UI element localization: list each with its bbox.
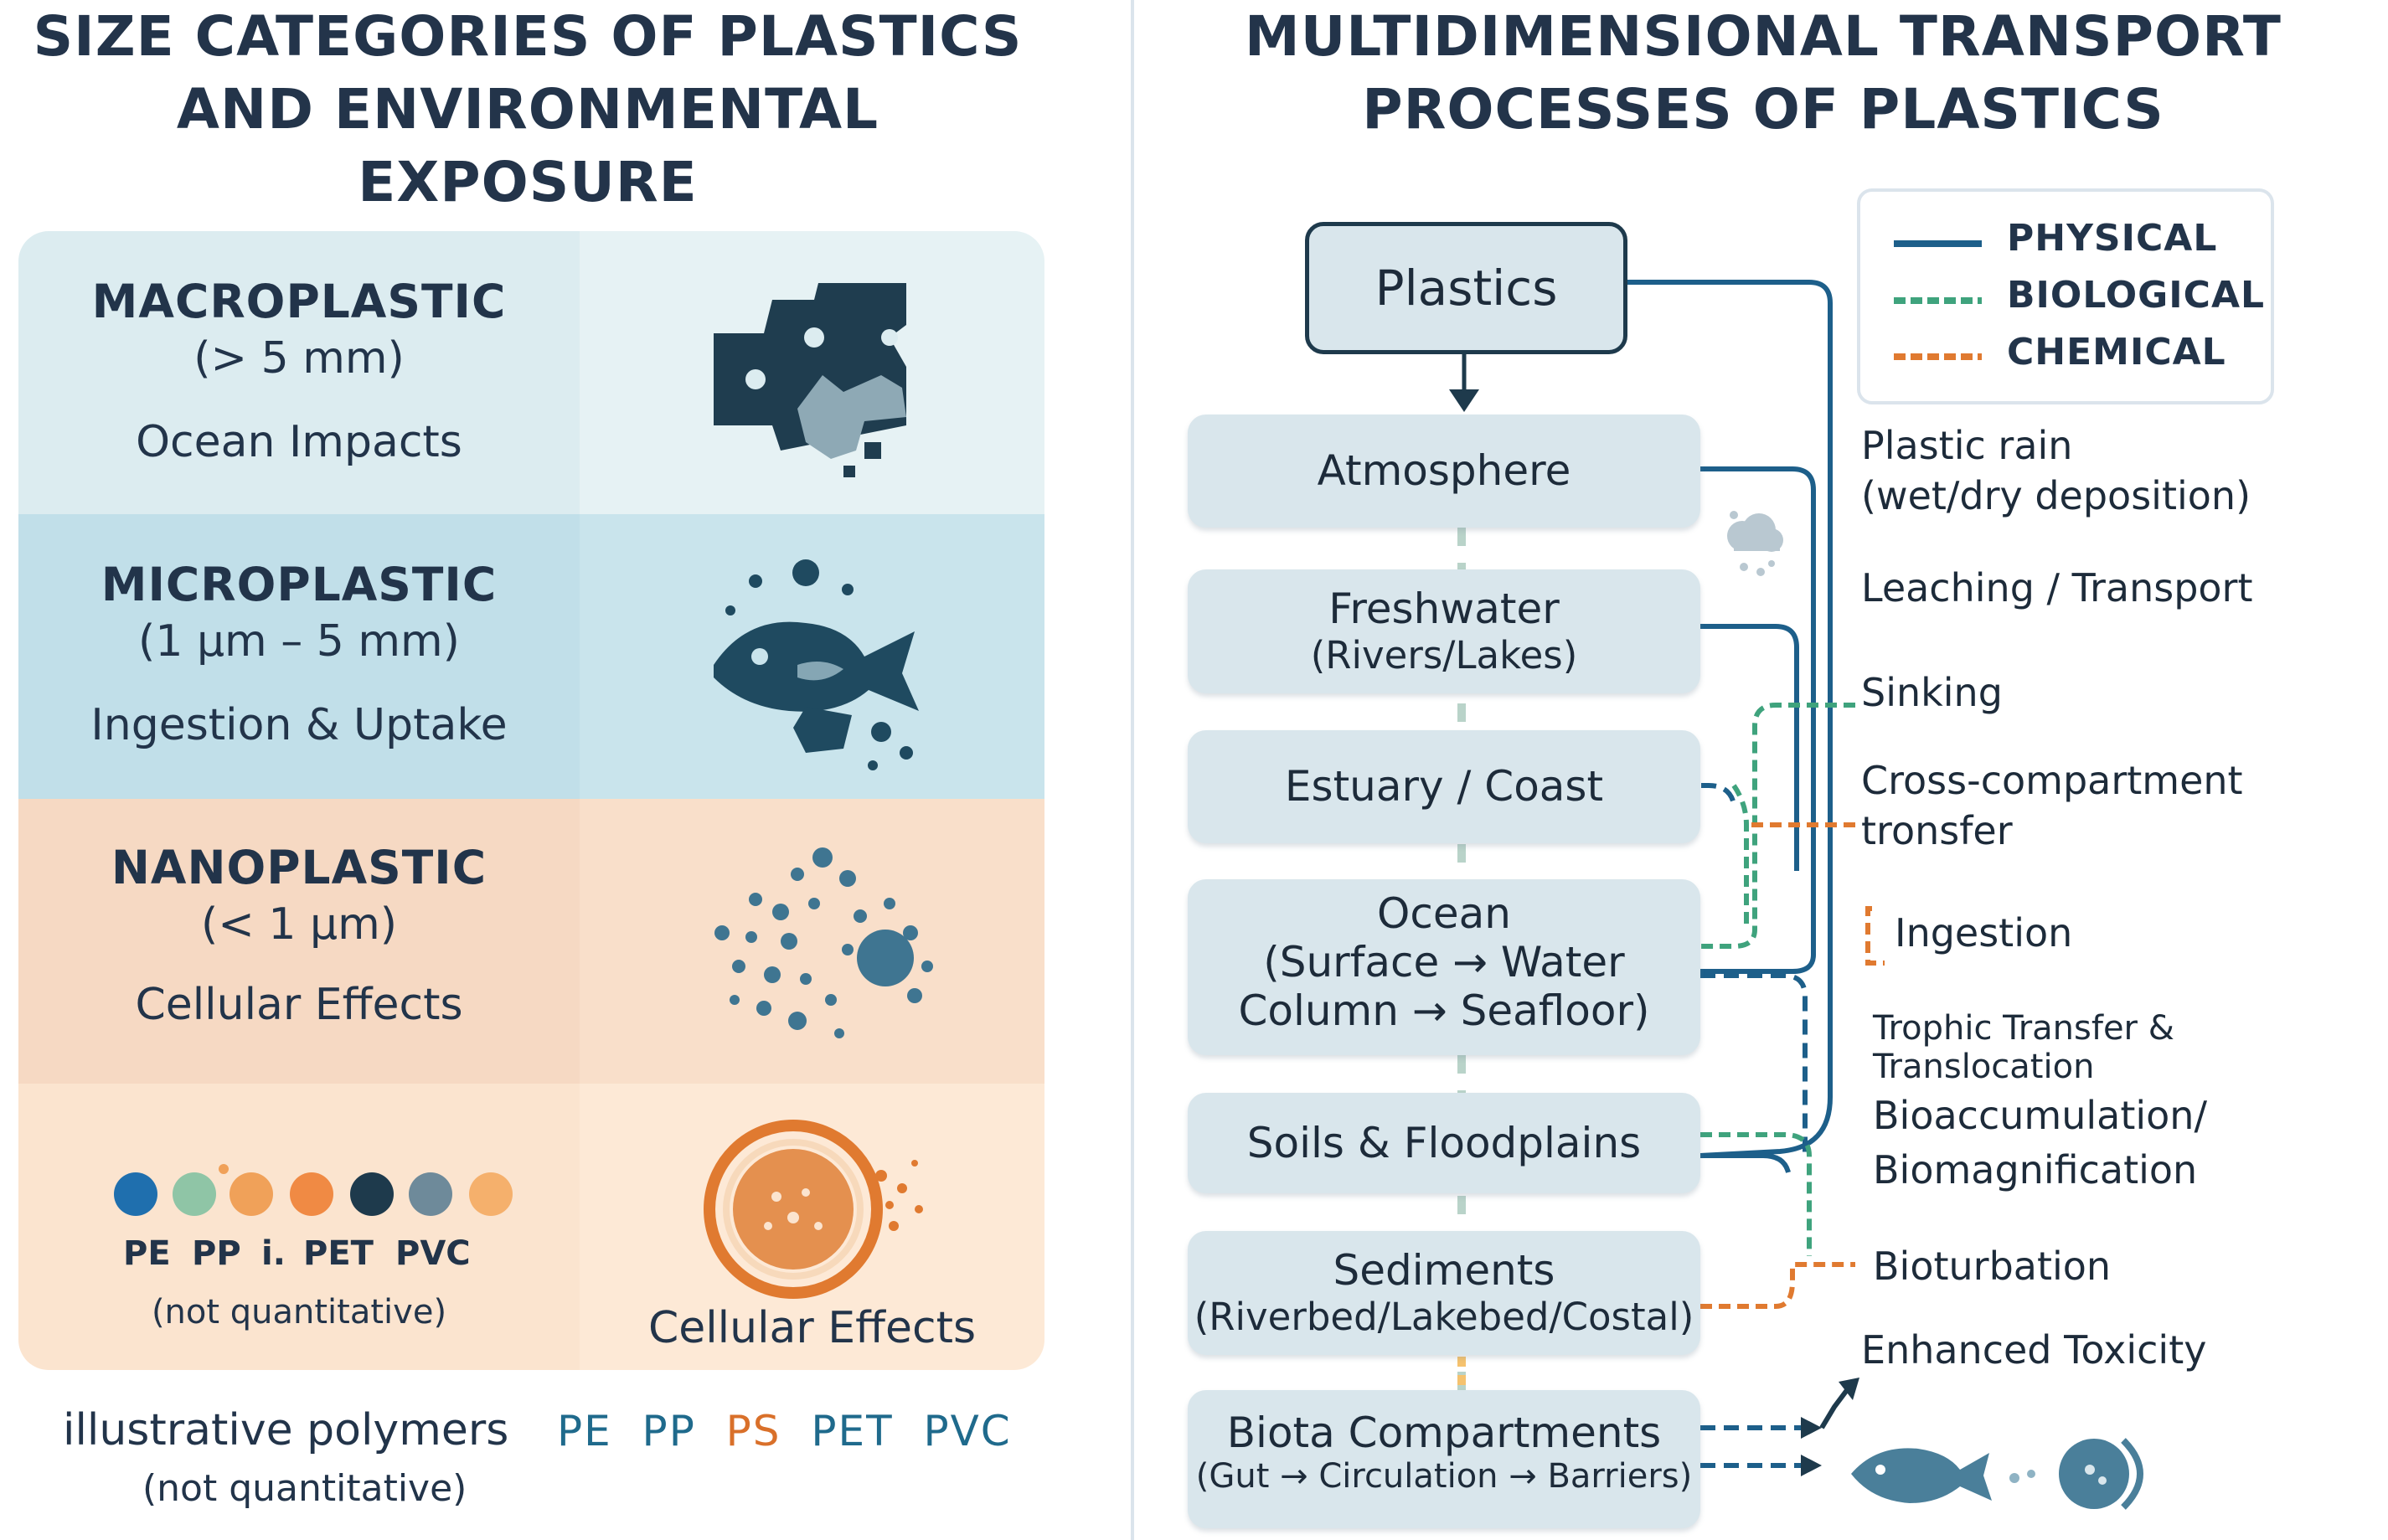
right-panel-title: MULTIDIMENSIONAL TRANSPORT PROCESSES OF … bbox=[1198, 0, 2329, 146]
polymer-dot bbox=[409, 1172, 452, 1216]
legend-swatches bbox=[1894, 240, 1982, 360]
compartment-label: Atmosphere bbox=[1317, 446, 1571, 495]
nanoparticle-cluster-icon bbox=[714, 847, 933, 1038]
legend-chemical-label: CHEMICAL bbox=[2007, 331, 2226, 373]
compartment-sublabel: (Riverbed/Lakebed/Costal) bbox=[1194, 1295, 1694, 1339]
nanoplastic-row: NANOPLASTIC (< 1 µm) Cellular Effects bbox=[18, 799, 1044, 1084]
polymer-dot bbox=[290, 1172, 333, 1216]
compartment-freshwater: Freshwater (Rivers/Lakes) bbox=[1188, 569, 1700, 693]
category-name: MICROPLASTIC bbox=[101, 558, 498, 611]
left-title-line-2: AND ENVIRONMENTAL EXPOSURE bbox=[176, 77, 879, 214]
illustrative-polymers-label: illustrative polymers bbox=[63, 1405, 509, 1455]
macroplastic-row: MACROPLASTIC (> 5 mm) Ocean Impacts bbox=[18, 231, 1044, 514]
compartment-label: Freshwater bbox=[1328, 585, 1560, 633]
compartment-sediments: Sediments (Riverbed/Lakebed/Costal) bbox=[1188, 1231, 1700, 1355]
process-bioturbation: Bioturbation bbox=[1873, 1244, 2112, 1289]
size-categories-panel: MACROPLASTIC (> 5 mm) Ocean Impacts MICR… bbox=[18, 231, 1044, 1370]
right-title-line-1: MULTIDIMENSIONAL TRANSPORT bbox=[1245, 4, 2282, 69]
process-plastic-rain: Plastic rain bbox=[1861, 423, 2073, 468]
process-biomagnification: Biomagnification bbox=[1873, 1147, 2198, 1192]
process-enhanced-toxicity: Enhanced Toxicity bbox=[1861, 1327, 2207, 1373]
polymer-note: (not quantitative) bbox=[151, 1293, 447, 1331]
category-size: (1 µm – 5 mm) bbox=[138, 616, 460, 667]
process-plastic-rain-detail: (wet/dry deposition) bbox=[1861, 473, 2251, 518]
polymer-label: i. bbox=[261, 1234, 286, 1273]
polymer-label: PE bbox=[123, 1234, 171, 1273]
microplastic-row: MICROPLASTIC (1 µm – 5 mm) Ingestion & U… bbox=[18, 514, 1044, 799]
process-sinking: Sinking bbox=[1861, 670, 2003, 715]
footer-polymer-list: PE PP PS PET PVC bbox=[557, 1407, 1012, 1455]
cell-with-particles-icon bbox=[704, 1120, 923, 1299]
polymer-dot-row bbox=[114, 1164, 513, 1216]
rain-cloud-icon bbox=[1727, 511, 1783, 576]
category-size: (< 1 µm) bbox=[200, 899, 398, 950]
process-ingestion: Ingestion bbox=[1895, 910, 2073, 955]
compartment-estuary-coast: Estuary / Coast bbox=[1188, 730, 1700, 843]
process-bioaccumulation: Bioaccumulation/ bbox=[1873, 1093, 2207, 1138]
category-effect: Ocean Impacts bbox=[136, 417, 462, 467]
polymer-examples-row: PE PP i. PET PVC (not quantitative) Cell… bbox=[18, 1084, 1044, 1370]
category-size: (> 5 mm) bbox=[193, 333, 405, 384]
plastics-source-box: Plastics bbox=[1305, 222, 1627, 354]
fish-with-particles-icon bbox=[714, 559, 919, 770]
footer-polymer: PP bbox=[642, 1407, 696, 1455]
compartment-sublabel: Column → Seafloor) bbox=[1238, 986, 1650, 1035]
polymer-label: PET bbox=[303, 1234, 374, 1273]
panel-divider bbox=[1131, 0, 1134, 1540]
footer-polymer: PVC bbox=[923, 1407, 1012, 1455]
polymer-dot bbox=[173, 1172, 216, 1216]
category-name: NANOPLASTIC bbox=[111, 841, 487, 894]
category-effect: Ingestion & Uptake bbox=[90, 700, 508, 750]
compartment-label: Estuary / Coast bbox=[1284, 762, 1604, 811]
category-name: MACROPLASTIC bbox=[91, 275, 507, 328]
right-title-line-2: PROCESSES OF PLASTICS bbox=[1362, 77, 2164, 142]
polymer-dot bbox=[114, 1172, 157, 1216]
legend-physical-label: PHYSICAL bbox=[2007, 217, 2218, 260]
compartment-sublabel: (Gut → Circulation → Barriers) bbox=[1195, 1457, 1693, 1496]
macroplastic-fragment-icon bbox=[714, 283, 906, 477]
cellular-effects-label: Cellular Effects bbox=[647, 1303, 977, 1353]
compartment-ocean: Ocean (Surface → Water Column → Seafloor… bbox=[1188, 879, 1700, 1055]
polymer-label: PP bbox=[192, 1234, 241, 1273]
compartment-atmosphere: Atmosphere bbox=[1188, 415, 1700, 528]
legend-biological-label: BIOLOGICAL bbox=[2007, 274, 2266, 317]
polymer-dot bbox=[350, 1172, 394, 1216]
compartment-biota: Biota Compartments (Gut → Circulation → … bbox=[1188, 1390, 1700, 1528]
compartment-sublabel: (Rivers/Lakes) bbox=[1310, 633, 1578, 677]
footer-polymer: PS bbox=[725, 1407, 781, 1455]
footer-polymer: PET bbox=[811, 1407, 894, 1455]
polymer-dot bbox=[230, 1172, 273, 1216]
compartment-sublabel: (Surface → Water bbox=[1263, 938, 1625, 986]
biota-fish-cell-icon bbox=[1851, 1438, 2143, 1510]
compartment-soils-floodplains: Soils & Floodplains bbox=[1188, 1093, 1700, 1193]
process-trophic-transfer: Trophic Transfer & Translocation bbox=[1873, 1009, 2174, 1086]
process-leaching-transport: Leaching / Transport bbox=[1861, 565, 2253, 610]
left-title-line-1: SIZE CATEGORIES OF PLASTICS bbox=[33, 4, 1023, 69]
category-effect: Cellular Effects bbox=[135, 980, 463, 1030]
legend-box: PHYSICAL BIOLOGICAL CHEMICAL bbox=[1857, 188, 2274, 404]
process-cross-compartment-detail: tronsfer bbox=[1861, 808, 2013, 853]
compartment-label: Sediments bbox=[1333, 1246, 1555, 1295]
process-cross-compartment: Cross-compartment bbox=[1861, 758, 2243, 803]
compartment-label: Soils & Floodplains bbox=[1246, 1119, 1642, 1167]
illustrative-polymers-note: (not quantitative) bbox=[142, 1467, 467, 1510]
polymer-dot bbox=[469, 1172, 513, 1216]
footer-polymer: PE bbox=[557, 1407, 612, 1455]
compartment-label: Ocean bbox=[1377, 889, 1511, 938]
polymer-label: PVC bbox=[395, 1234, 471, 1273]
compartment-label: Biota Compartments bbox=[1226, 1409, 1662, 1457]
